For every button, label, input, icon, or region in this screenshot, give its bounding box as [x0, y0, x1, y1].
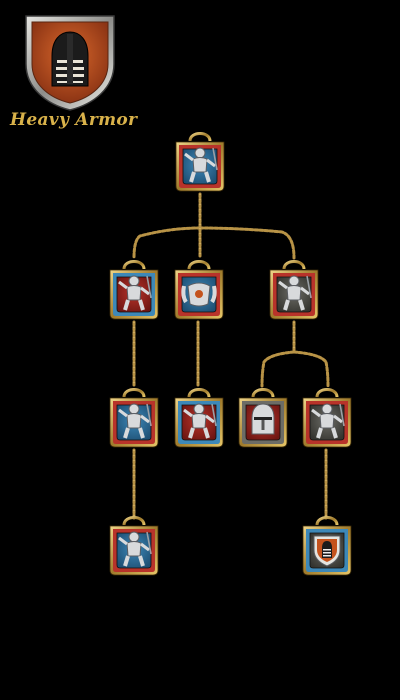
shield-bearer-icon — [109, 516, 159, 576]
perk-node[interactable] — [300, 512, 354, 578]
great-helm-icon — [238, 388, 288, 448]
knight-archer-icon — [109, 260, 159, 320]
skill-tree-title: Heavy Armor — [10, 110, 138, 130]
perk-node[interactable] — [236, 384, 290, 450]
knight-swordsman-icon — [175, 132, 225, 192]
standing-knight-icon — [302, 388, 352, 448]
knight-lunge-icon — [174, 388, 224, 448]
heavy-armor-emblem-icon — [25, 15, 115, 111]
armored-torso-icon — [174, 260, 224, 320]
perk-node[interactable] — [172, 256, 226, 322]
perk-node[interactable] — [172, 384, 226, 450]
perk-node[interactable] — [267, 256, 321, 322]
knight-charge-icon — [269, 260, 319, 320]
perk-node[interactable] — [107, 384, 161, 450]
perk-node[interactable] — [107, 512, 161, 578]
hammer-knight-icon — [109, 388, 159, 448]
perk-node[interactable] — [107, 256, 161, 322]
heavy-armor-shield-icon — [302, 516, 352, 576]
perk-node[interactable] — [300, 384, 354, 450]
perk-node[interactable] — [173, 128, 227, 194]
